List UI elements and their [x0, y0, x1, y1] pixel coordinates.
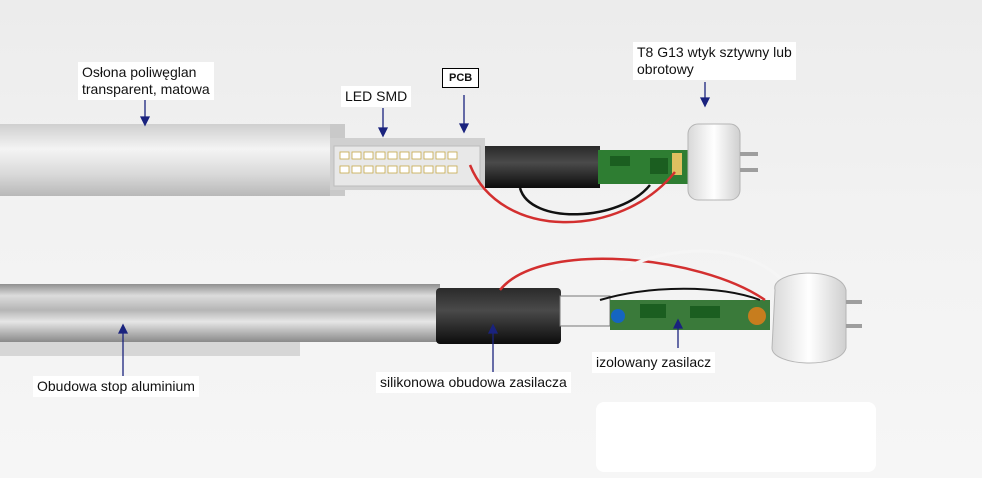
end-cap-upper [687, 123, 758, 201]
cover-tube [0, 124, 345, 196]
wire-red-upper [468, 164, 676, 224]
wire-red-lower [499, 257, 766, 302]
led-strip [330, 138, 485, 190]
driver-board-upper [598, 150, 688, 184]
arrow-cap [699, 82, 711, 108]
label-isolated-psu: izolowany zasilacz [592, 352, 716, 373]
silicone-psu-housing [436, 288, 561, 344]
wire-black-upper [518, 184, 651, 216]
wire-white-lower [619, 249, 792, 291]
label-end-cap: T8 G13 wtyk sztywny lub obrotowy [633, 42, 796, 80]
pointer-arrows [117, 82, 711, 376]
arrow-psu-housing [487, 323, 499, 372]
label-silicone-psu-housing: silikonowa obudowa zasilacza [376, 372, 571, 393]
arrow-pcb [458, 95, 470, 134]
psu-sticker [559, 295, 611, 327]
arrow-led [377, 108, 389, 138]
psu-sleeve-upper [485, 146, 600, 188]
end-cap-lower [771, 272, 862, 364]
label-cover: Osłona poliwęglan transparent, matowa [78, 62, 214, 100]
arrow-psu [672, 318, 684, 348]
aluminium-housing [0, 284, 440, 356]
wire-black-lower [599, 287, 761, 301]
label-led-smd: LED SMD [341, 86, 412, 107]
isolated-driver-board [610, 300, 770, 330]
arrow-housing [117, 323, 129, 376]
label-aluminium-housing: Obudowa stop aluminium [33, 376, 199, 397]
label-pcb: PCB [442, 68, 480, 88]
arrow-cover [139, 100, 151, 127]
erased-area [596, 402, 876, 472]
